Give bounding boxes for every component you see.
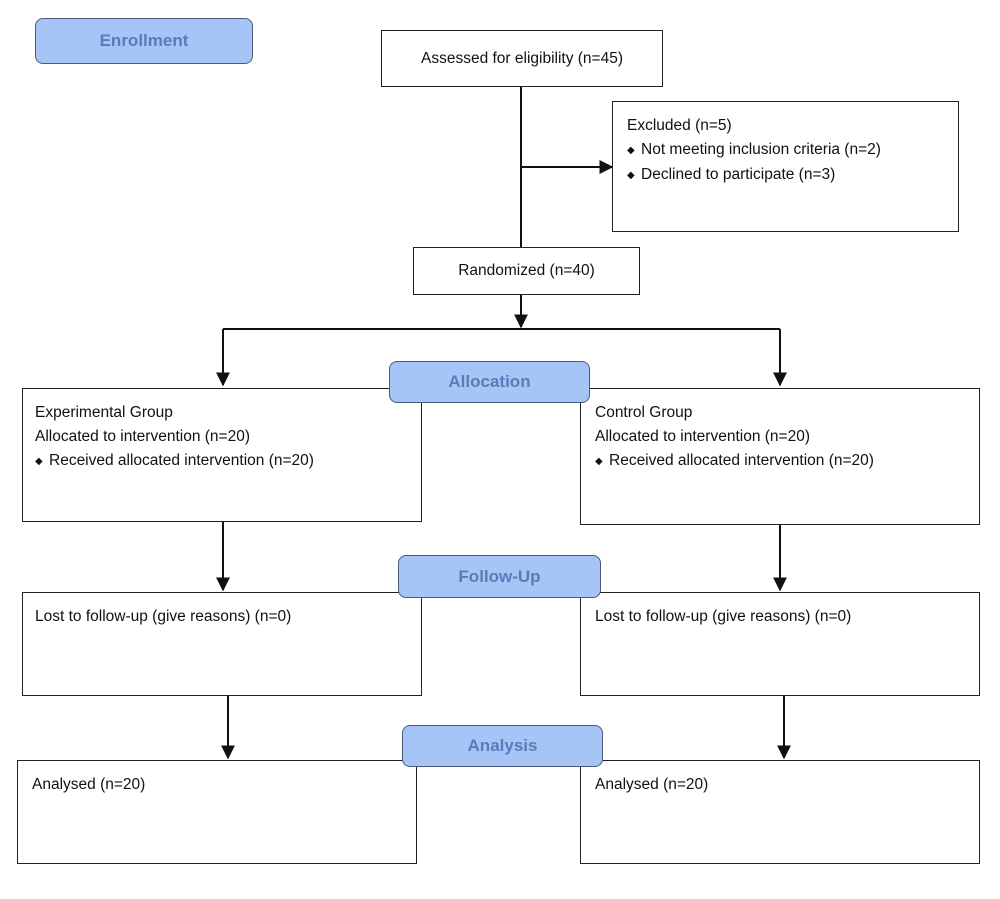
stage-label-follow-up: Follow-Up: [398, 555, 601, 598]
control-analysed: Analysed (n=20): [595, 776, 709, 793]
excluded-bullet: ◆ Declined to participate (n=3): [627, 163, 944, 188]
experimental-received: ◆ Received allocated intervention (n=20): [35, 449, 409, 474]
excluded-title: Excluded (n=5): [627, 117, 732, 134]
stage-label-enrollment: Enrollment: [35, 18, 253, 64]
control-analysis-box: Analysed (n=20): [580, 760, 980, 864]
bullet-icon: ◆: [627, 170, 635, 181]
experimental-lost-to-followup: Lost to follow-up (give reasons) (n=0): [35, 608, 292, 625]
control-received: ◆ Received allocated intervention (n=20): [595, 449, 965, 474]
assessed-box: Assessed for eligibility (n=45): [381, 30, 663, 87]
bullet-icon: ◆: [595, 456, 603, 467]
experimental-analysis-box: Analysed (n=20): [17, 760, 417, 864]
control-lost-to-followup: Lost to follow-up (give reasons) (n=0): [595, 608, 852, 625]
control-followup-box: Lost to follow-up (give reasons) (n=0): [580, 592, 980, 696]
control-allocated: Allocated to intervention (n=20): [595, 428, 810, 445]
excluded-reason-2: Declined to participate (n=3): [641, 166, 836, 183]
experimental-group-title: Experimental Group: [35, 404, 173, 421]
experimental-analysed: Analysed (n=20): [32, 776, 146, 793]
experimental-received-text: Received allocated intervention (n=20): [49, 452, 314, 469]
excluded-bullet: ◆ Not meeting inclusion criteria (n=2): [627, 138, 944, 163]
randomized-text: Randomized (n=40): [458, 262, 595, 279]
bullet-icon: ◆: [627, 145, 635, 156]
bullet-icon: ◆: [35, 456, 43, 467]
stage-label-allocation: Allocation: [389, 361, 590, 403]
control-received-text: Received allocated intervention (n=20): [609, 452, 874, 469]
control-group-title: Control Group: [595, 404, 693, 421]
excluded-box: Excluded (n=5) ◆ Not meeting inclusion cr…: [612, 101, 959, 232]
excluded-reason-1: Not meeting inclusion criteria (n=2): [641, 141, 881, 158]
control-allocation-box: Control Group Allocated to intervention …: [580, 388, 980, 525]
randomized-box: Randomized (n=40): [413, 247, 640, 295]
stage-label-analysis: Analysis: [402, 725, 603, 767]
experimental-allocation-box: Experimental Group Allocated to interven…: [22, 388, 422, 522]
experimental-followup-box: Lost to follow-up (give reasons) (n=0): [22, 592, 422, 696]
assessed-text: Assessed for eligibility (n=45): [420, 49, 624, 67]
experimental-allocated: Allocated to intervention (n=20): [35, 428, 250, 445]
